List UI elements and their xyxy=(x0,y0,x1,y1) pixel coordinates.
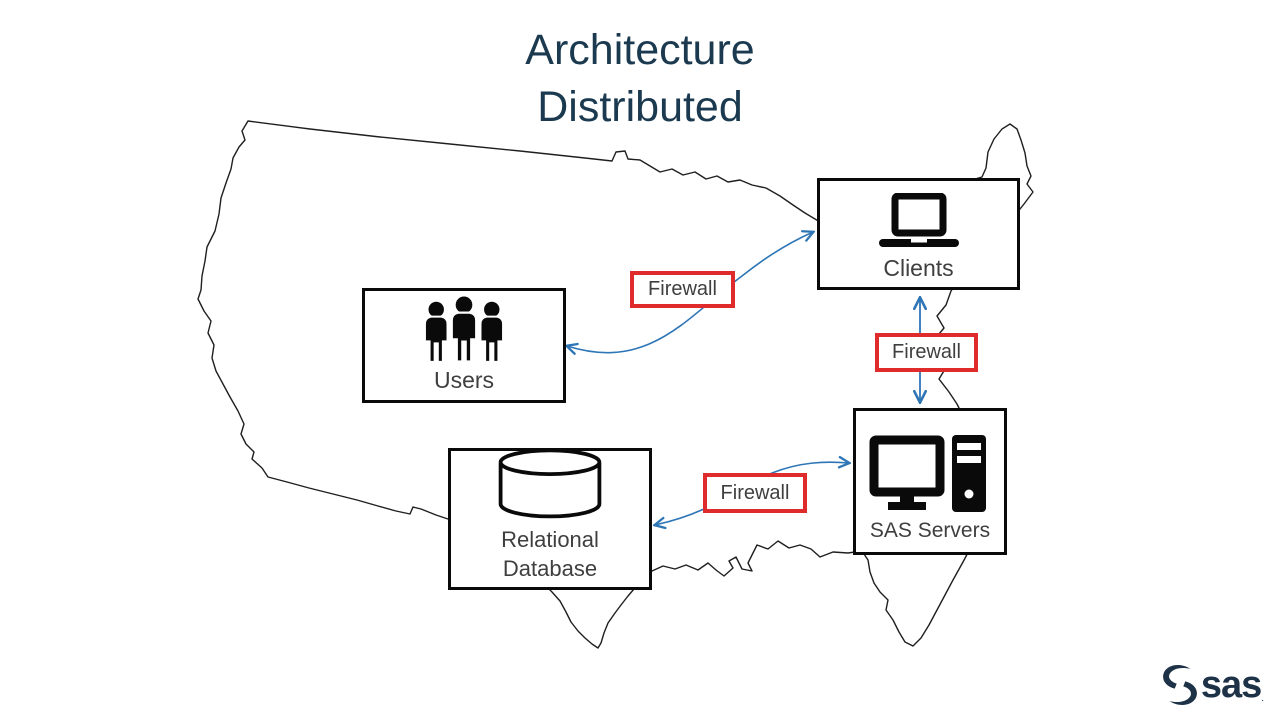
users-label: Users xyxy=(433,367,495,393)
sas-logo: sas . xyxy=(1161,662,1264,708)
sas-logo-trademark: . xyxy=(1261,693,1264,704)
laptop-icon xyxy=(869,193,969,253)
database-label-line1: Relational xyxy=(501,527,599,552)
firewall-badge-database-sas: Firewall xyxy=(703,473,807,513)
database-cylinder-icon xyxy=(493,447,607,525)
clients-node: Clients xyxy=(817,178,1020,290)
firewall-badge-users-clients: Firewall xyxy=(630,271,735,308)
title-line-1: Architecture xyxy=(525,26,755,74)
firewall-label: Firewall xyxy=(720,481,790,504)
database-label-line2: Database xyxy=(502,556,598,581)
sas-servers-node: SAS Servers xyxy=(853,408,1007,555)
users-node: Users xyxy=(362,288,566,403)
firewall-label: Firewall xyxy=(892,341,961,363)
desktop-computer-icon xyxy=(868,430,992,516)
page-title: Architecture Distributed xyxy=(0,22,1280,136)
title-line-2: Distributed xyxy=(537,83,743,131)
database-node: Relational Database xyxy=(448,448,652,590)
firewall-badge-clients-sas: Firewall xyxy=(875,333,978,372)
people-icon xyxy=(403,293,525,365)
sas-servers-label: SAS Servers xyxy=(869,519,991,542)
sas-logo-icon xyxy=(1161,662,1199,708)
clients-label: Clients xyxy=(883,255,954,281)
sas-logo-text: sas xyxy=(1200,664,1262,706)
firewall-label: Firewall xyxy=(648,278,717,300)
